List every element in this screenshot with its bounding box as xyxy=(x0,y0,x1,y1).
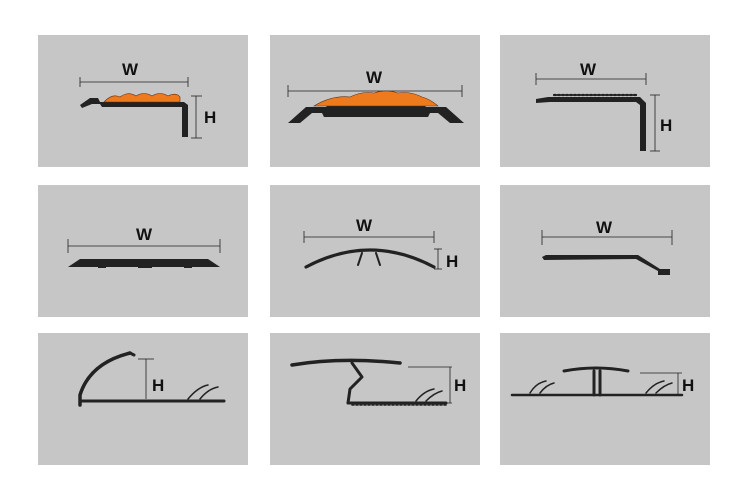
flat-threshold-profile xyxy=(68,259,220,268)
profile-panel-reducer-insert: W xyxy=(270,35,480,167)
profile-panel-flat-threshold: W xyxy=(38,185,248,317)
profile-panel-stair-nosing-insert: W H xyxy=(38,35,248,167)
height-dimension: H xyxy=(191,95,216,139)
profile-panel-end-cap-carpet: H xyxy=(38,333,248,465)
profile-panel-stair-nosing-ribbed: W H xyxy=(500,35,710,167)
width-dimension: W xyxy=(79,60,189,87)
width-dimension: W xyxy=(541,218,673,245)
height-label: H xyxy=(446,252,458,271)
t-molding-profile xyxy=(510,366,684,397)
profile-panel-t-molding: H xyxy=(500,333,710,465)
width-dimension: W xyxy=(287,68,463,97)
width-label: W xyxy=(136,225,153,244)
profile-panel-z-bar-transition: H xyxy=(270,333,480,465)
height-label: H xyxy=(682,376,694,395)
height-dimension: H xyxy=(408,366,466,404)
profile-panel-curved-cover-strip: W H xyxy=(270,185,480,317)
z-bar-profile xyxy=(290,358,448,406)
height-dimension: H xyxy=(138,358,164,399)
width-dimension: W xyxy=(535,60,647,85)
width-dimension: W xyxy=(303,216,435,243)
width-label: W xyxy=(580,60,597,79)
width-label: W xyxy=(596,218,613,237)
reducer-profile xyxy=(288,90,464,123)
ribbed-nosing-profile xyxy=(536,93,646,151)
end-ramp-profile xyxy=(542,255,670,275)
curved-strip-profile xyxy=(304,248,436,269)
height-label: H xyxy=(454,376,466,395)
height-dimension: H xyxy=(650,94,672,152)
width-label: W xyxy=(366,68,383,87)
profile-panel-end-ramp: W xyxy=(500,185,710,317)
height-label: H xyxy=(660,116,672,135)
width-label: W xyxy=(122,60,139,79)
height-label: H xyxy=(152,376,164,395)
end-cap-profile xyxy=(78,351,226,407)
width-dimension: W xyxy=(67,225,221,253)
width-label: W xyxy=(356,216,373,235)
height-dimension: H xyxy=(434,248,458,271)
height-label: H xyxy=(204,108,216,127)
stair-nosing-profile xyxy=(80,93,188,137)
